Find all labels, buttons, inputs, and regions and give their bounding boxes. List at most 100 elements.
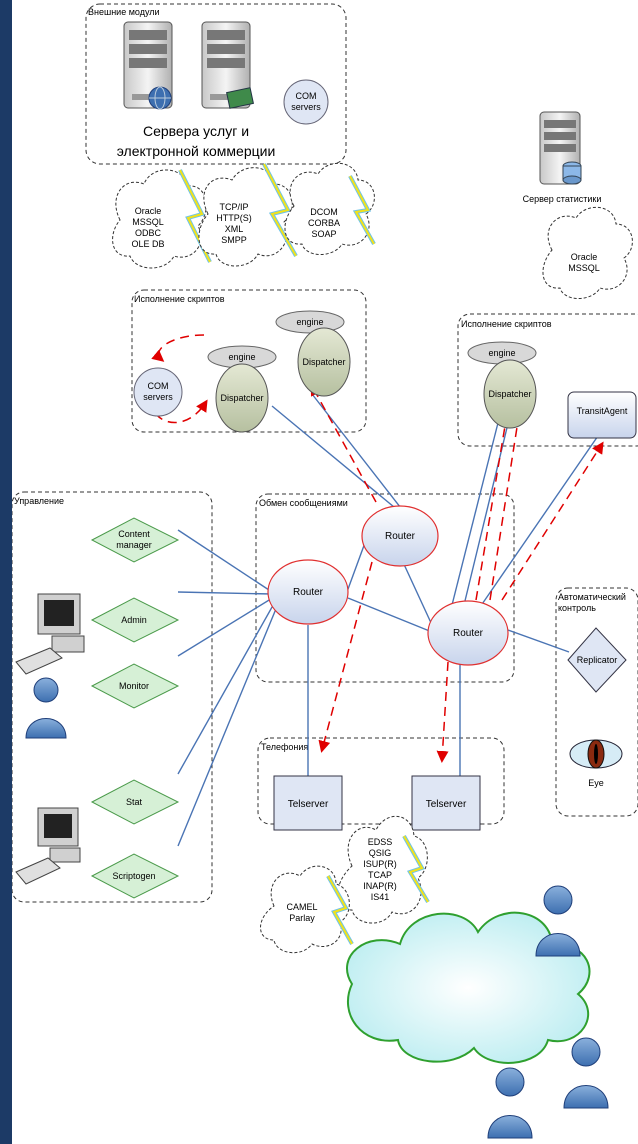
svg-text:Telserver: Telserver [426, 799, 467, 810]
management-content-manager: Content manager [90, 517, 180, 563]
management-monitor: Monitor [90, 663, 180, 709]
svg-text:Dispatcher: Dispatcher [488, 389, 531, 399]
svg-text:Router: Router [293, 587, 324, 598]
svg-text:TCP/IP: TCP/IP [219, 202, 248, 212]
svg-text:Content: Content [118, 529, 150, 539]
group-messaging: Обмен сообщениями [255, 493, 515, 683]
com-servers-top: COM servers [283, 79, 329, 125]
computer-icon-2 [15, 807, 81, 885]
group-title-scripts-right: Исполнение скриптов [461, 319, 552, 329]
group-title-management: Управление [14, 496, 64, 506]
computer-icon-1 [15, 593, 85, 675]
svg-text:ISUP(R): ISUP(R) [363, 859, 397, 869]
svg-text:Scriptogen: Scriptogen [112, 871, 155, 881]
stats-server-icon [539, 111, 582, 185]
user-icon-4 [487, 1067, 533, 1139]
user-icon-2 [535, 885, 581, 957]
router-top: Router [361, 505, 439, 567]
svg-text:Router: Router [385, 531, 416, 542]
left-frame-bar [0, 0, 12, 1144]
flow-arrows [149, 334, 604, 763]
svg-text:Replicator: Replicator [577, 655, 618, 665]
diagram-canvas: Внешние модули Исполнение скриптов Испол… [12, 0, 638, 1144]
group-title-scripts-left: Исполнение скриптов [134, 294, 225, 304]
connection-lines [177, 393, 601, 847]
svg-text:TransitAgent: TransitAgent [577, 406, 628, 416]
svg-text:Telserver: Telserver [288, 799, 329, 810]
svg-text:SMPP: SMPP [221, 235, 247, 245]
eye-label: Eye [588, 778, 604, 788]
commerce-server-icon-1 [123, 21, 173, 110]
svg-text:Parlay: Parlay [289, 913, 315, 923]
telserver-right: Telserver [411, 775, 481, 831]
svg-text:Router: Router [453, 628, 484, 639]
commerce-label-line2: электронной коммерции [117, 143, 276, 159]
svg-text:MSSQL: MSSQL [568, 263, 600, 273]
network-cloud [346, 911, 591, 1064]
group-auto-control: Автоматический контроль [555, 587, 638, 817]
svg-text:Dispatcher: Dispatcher [220, 393, 263, 403]
svg-text:engine: engine [228, 352, 255, 362]
stats-server-label: Сервер статистики [523, 194, 602, 204]
svg-text:servers: servers [143, 392, 173, 402]
replicator: Replicator [567, 627, 627, 693]
svg-text:SOAP: SOAP [311, 229, 336, 239]
protocol-cloud-net: TCP/IP HTTP(S) XML SMPP [198, 163, 298, 267]
svg-text:DCOM: DCOM [310, 207, 338, 217]
engine-top-right: engine [275, 310, 345, 334]
group-external-modules: Внешние модули [85, 3, 347, 165]
group-management: Управление [12, 491, 213, 903]
svg-text:OLE DB: OLE DB [131, 239, 164, 249]
svg-text:COM: COM [148, 381, 169, 391]
group-title-telephony: Телефония [261, 742, 308, 752]
svg-text:ODBC: ODBC [135, 228, 162, 238]
management-scriptogen: Scriptogen [90, 853, 180, 899]
architecture-diagram: Внешние модули Исполнение скриптов Испол… [12, 3, 638, 1139]
svg-text:Monitor: Monitor [119, 681, 149, 691]
svg-text:IS41: IS41 [371, 892, 390, 902]
svg-text:INAP(R): INAP(R) [363, 881, 397, 891]
commerce-label-line1: Сервера услуг и [143, 123, 249, 139]
group-title-auto-control-2: контроль [558, 603, 596, 613]
svg-text:Stat: Stat [126, 797, 143, 807]
group-title-external-modules: Внешние модули [88, 7, 160, 17]
svg-text:Dispatcher: Dispatcher [302, 357, 345, 367]
dispatcher-right: Dispatcher [483, 359, 537, 429]
svg-text:CORBA: CORBA [308, 218, 340, 228]
router-right: Router [427, 600, 509, 666]
group-title-auto-control-1: Автоматический [558, 592, 626, 602]
dispatcher-left: Dispatcher [215, 363, 269, 433]
management-stat: Stat [90, 779, 180, 825]
protocol-cloud-db: Oracle MSSQL ODBC OLE DB [112, 169, 212, 269]
svg-text:TCAP: TCAP [368, 870, 392, 880]
svg-text:servers: servers [291, 102, 321, 112]
group-scripts-left: Исполнение скриптов [131, 289, 367, 433]
telserver-left: Telserver [273, 775, 343, 831]
svg-text:CAMEL: CAMEL [286, 902, 317, 912]
dispatcher-left-top: Dispatcher [297, 327, 351, 397]
svg-text:Oracle: Oracle [135, 206, 162, 216]
svg-text:engine: engine [296, 317, 323, 327]
user-icon-3 [563, 1037, 609, 1109]
protocol-cloud-obj: DCOM CORBA SOAP [284, 162, 376, 255]
svg-text:Oracle: Oracle [571, 252, 598, 262]
svg-text:manager: manager [116, 540, 152, 550]
svg-text:Admin: Admin [121, 615, 147, 625]
svg-text:COM: COM [296, 91, 317, 101]
commerce-server-icon-2 [201, 21, 254, 109]
eye-icon: Eye [569, 739, 623, 788]
svg-text:MSSQL: MSSQL [132, 217, 164, 227]
svg-text:EDSS: EDSS [368, 837, 393, 847]
transit-agent: TransitAgent [567, 391, 637, 439]
group-title-messaging: Обмен сообщениями [259, 498, 348, 508]
svg-text:HTTP(S): HTTP(S) [216, 213, 252, 223]
group-telephony: Телефония [257, 737, 505, 825]
router-left: Router [267, 559, 349, 625]
engine-right: engine [467, 341, 537, 365]
protocol-cloud-camel: CAMEL Parlay [260, 865, 354, 954]
svg-text:QSIG: QSIG [369, 848, 392, 858]
protocol-cloud-stats-db: Oracle MSSQL [542, 206, 633, 299]
com-servers-left: COM servers [133, 367, 183, 417]
svg-text:XML: XML [225, 224, 244, 234]
svg-text:engine: engine [488, 348, 515, 358]
